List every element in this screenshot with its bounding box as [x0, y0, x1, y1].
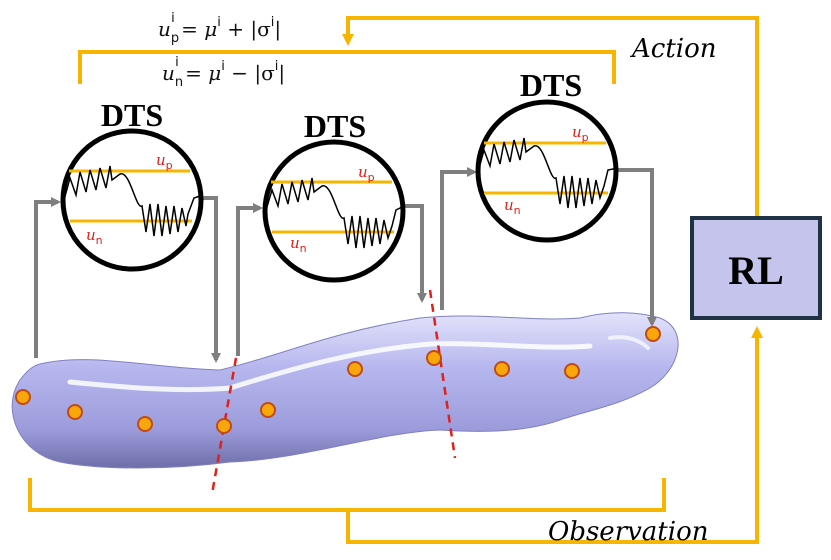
sensor-point — [15, 389, 31, 405]
svg-text:uni = μi − |σi|: uni = μi − |σi| — [162, 55, 285, 90]
arrow-into-dts-3 — [440, 167, 477, 310]
action-bracket — [78, 50, 616, 84]
svg-text:upi = μi + |σi|: upi = μi + |σi| — [158, 11, 281, 46]
sensor-point — [564, 363, 580, 379]
sensor-points — [15, 326, 661, 434]
up-label: up — [156, 151, 173, 172]
signal-arrows — [34, 167, 657, 363]
dts-module-2: DTS up un — [262, 108, 406, 283]
rl-label: RL — [728, 248, 784, 293]
sensor-point — [494, 361, 510, 377]
action-arrow — [342, 16, 759, 216]
up-label: up — [358, 163, 375, 184]
dts-waveform — [63, 165, 201, 237]
dts-waveform — [265, 177, 405, 249]
equation-un: uni = μi − |σi| — [162, 55, 285, 90]
un-label: un — [290, 234, 307, 255]
segment-cut-line-1 — [210, 357, 238, 495]
tube-body — [11, 312, 679, 469]
dts-module-3: DTS up un — [475, 67, 619, 243]
segment-cut-line-2 — [428, 289, 457, 459]
sensor-point — [137, 416, 153, 432]
observation-label: Observation — [548, 517, 708, 547]
dts-title: DTS — [520, 67, 582, 103]
action-label: Action — [630, 34, 717, 64]
arrow-out-dts-2 — [404, 204, 427, 303]
dts-title: DTS — [101, 97, 163, 133]
arrow-out-dts-1 — [200, 196, 221, 363]
sensor-point — [645, 326, 661, 342]
observation-arrow — [346, 326, 763, 544]
dts-module-1: DTS up un — [60, 97, 204, 272]
sensor-point — [426, 350, 442, 366]
arrow-into-dts-2 — [236, 203, 263, 356]
rl-block: RL — [690, 216, 822, 320]
sensor-point — [347, 361, 363, 377]
un-label: un — [504, 196, 521, 217]
sensor-point — [216, 418, 232, 434]
sensor-point — [260, 402, 276, 418]
un-label: un — [86, 226, 103, 247]
sensor-point — [67, 404, 83, 420]
up-label: up — [572, 123, 589, 144]
equation-up: upi = μi + |σi| — [158, 11, 281, 46]
arrow-out-dts-3 — [618, 168, 657, 327]
dts-waveform — [477, 137, 619, 209]
arrow-into-dts-1 — [34, 197, 61, 358]
observation-bracket — [28, 478, 666, 512]
dts-title: DTS — [304, 108, 366, 144]
